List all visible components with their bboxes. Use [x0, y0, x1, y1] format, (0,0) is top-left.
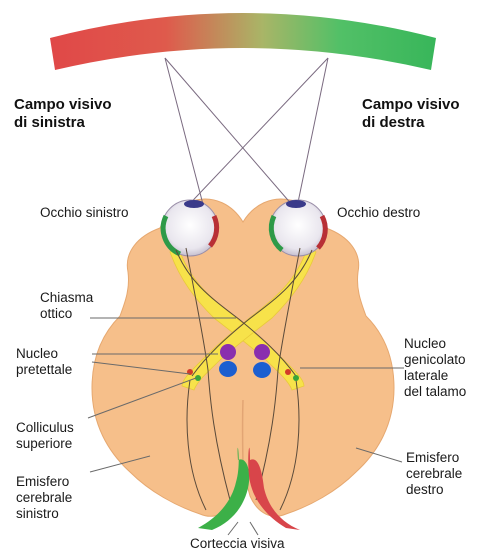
superior-colliculus-left	[219, 361, 237, 377]
pretectal-nucleus-right	[254, 344, 270, 360]
right-eye	[270, 200, 326, 256]
pretectal-nucleus-left	[220, 344, 236, 360]
left-eye-label: Occhio sinistro	[40, 205, 129, 221]
visual-field-arc	[50, 13, 436, 70]
superior-colliculus-right	[253, 362, 271, 378]
left-eye	[162, 200, 218, 256]
visual-cortex-label: Corteccia visiva	[190, 536, 285, 552]
right-eye-label: Occhio destro	[337, 205, 420, 221]
sight-lines	[165, 58, 328, 214]
